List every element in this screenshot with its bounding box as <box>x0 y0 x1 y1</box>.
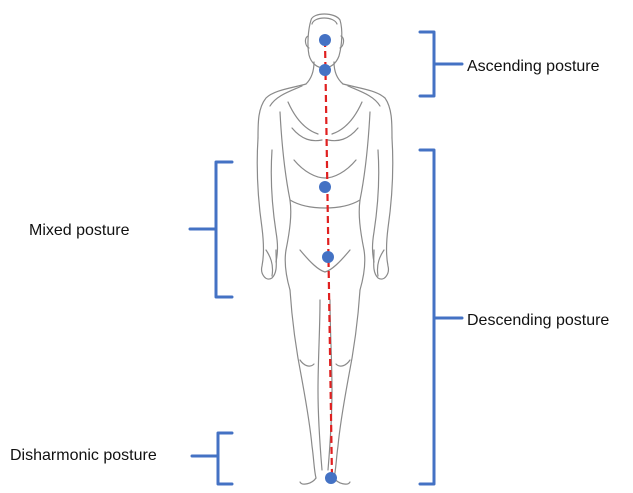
marker-navel <box>319 181 331 193</box>
marker-neck <box>319 64 331 76</box>
mixed-bracket <box>190 162 232 297</box>
marker-head <box>319 34 331 46</box>
descending-posture-label: Descending posture <box>467 312 609 330</box>
disharmonic-bracket <box>192 433 232 484</box>
disharmonic-posture-label: Disharmonic posture <box>10 447 157 465</box>
mixed-posture-label: Mixed posture <box>29 222 130 240</box>
ascending-posture-label: Ascending posture <box>467 58 600 76</box>
ascending-bracket <box>420 32 462 96</box>
marker-ankle <box>325 472 337 484</box>
posture-markers <box>319 34 337 484</box>
marker-knee-level <box>322 251 334 263</box>
descending-bracket <box>420 150 462 484</box>
